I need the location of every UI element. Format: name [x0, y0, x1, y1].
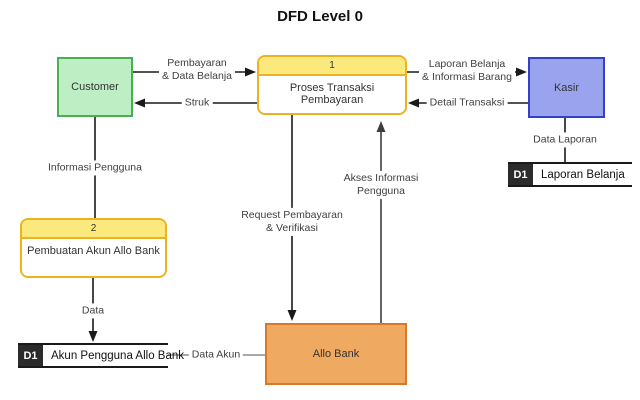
flow-label-data-laporan: Data Laporan: [530, 132, 600, 148]
arrowhead-icon: [287, 310, 297, 321]
entity-allo-bank: Allo Bank: [265, 323, 407, 385]
datastore-name: Laporan Belanja: [541, 168, 625, 181]
flow-label-data: Data: [78, 303, 108, 319]
entity-kasir-label: Kasir: [553, 81, 580, 94]
flow-label-request-pembayaran-verifikasi: Request Pembayaran & Verifikasi: [238, 207, 346, 237]
flow-label-data-akun: Data Akun: [188, 347, 244, 363]
datastore-id-badge: D1: [18, 345, 43, 366]
flow-label-pembayaran-data-belanja: Pembayaran & Data Belanja: [158, 55, 236, 85]
process-2-pembuatan-akun-allo-bank: 2 Pembuatan Akun Allo Bank: [20, 218, 167, 278]
arrowhead-icon: [516, 67, 527, 77]
process-1-proses-transaksi-pembayaran: 1 Proses Transaksi Pembayaran: [257, 55, 407, 115]
flow-label-informasi-pengguna: Informasi Pengguna: [45, 160, 145, 176]
flow-label-laporan-belanja-informasi-barang: Laporan Belanja & Informasi Barang: [419, 56, 515, 86]
arrowhead-icon: [88, 331, 98, 342]
entity-kasir: Kasir: [528, 57, 605, 118]
flow-label-struk: Struk: [181, 95, 213, 111]
arrowhead-icon: [408, 98, 419, 108]
datastore-id-badge: D1: [508, 164, 533, 185]
process-2-number: 2: [22, 220, 165, 239]
entity-customer-label: Customer: [71, 81, 119, 93]
datastore-name: Akun Pengguna Allo Bank: [51, 349, 184, 362]
process-1-name: Proses Transaksi Pembayaran: [289, 82, 375, 106]
datastore-akun-pengguna-allo-bank: D1 Akun Pengguna Allo Bank: [18, 343, 184, 368]
arrowhead-icon: [134, 98, 145, 108]
process-1-number: 1: [259, 57, 405, 76]
entity-customer: Customer: [57, 57, 133, 117]
datastore-laporan-belanja: D1 Laporan Belanja: [508, 162, 632, 187]
flow-label-akses-informasi-pengguna: Akses Informasi Pengguna: [340, 170, 422, 200]
arrowhead-icon: [245, 67, 256, 77]
entity-allo-bank-label: Allo Bank: [312, 348, 360, 360]
diagram-title: DFD Level 0: [277, 8, 363, 25]
process-2-name: Pembuatan Akun Allo Bank: [27, 245, 160, 257]
arrowhead-icon: [376, 121, 386, 132]
flow-label-detail-transaksi: Detail Transaksi: [426, 95, 508, 111]
